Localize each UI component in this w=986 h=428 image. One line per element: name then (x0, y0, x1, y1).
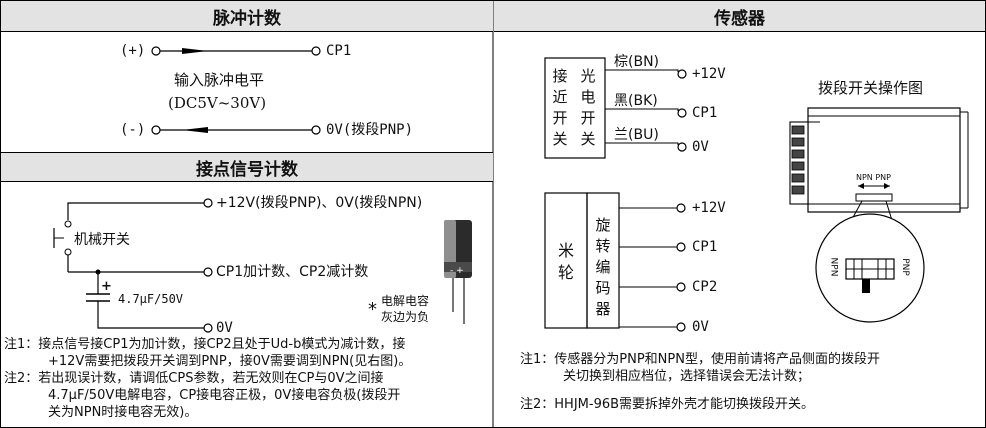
encoder-cp2: CP2 (692, 279, 718, 295)
capacitor-value: 4.7μF/50V (118, 292, 184, 306)
proximity-char: 开 (552, 109, 568, 127)
wire-blue-label: 兰(BU) (614, 127, 659, 143)
encoder-char: 转 (595, 237, 611, 255)
pulse-ov-label: 0V(拨段PNP) (326, 122, 414, 138)
proximity-char: 接 (552, 67, 568, 85)
photoelectric-char: 电 (580, 88, 596, 106)
right-note-1b: 关切换到相应档位，选择错误会无法计数； (563, 369, 811, 384)
switch-diagram-title: 拨段开关操作图 (818, 79, 924, 97)
switch-pnp-rotated: PNP (899, 258, 910, 276)
left-note-2a: 注2：若出现误计数，请调低CPS参数，若无效则在CP与0V之间接 (4, 371, 384, 386)
encoder-char: 码 (595, 279, 611, 297)
right-note-2: 注2：HHJM-96B需要拆掉外壳才能切换拨段开关。 (520, 397, 815, 412)
contact-ov-label: 0V (216, 320, 233, 336)
proximity-label-col2: 光 电 开 关 (579, 66, 597, 150)
photoelectric-char: 开 (580, 109, 596, 127)
proximity-label-col1: 接 近 开 关 (551, 66, 569, 150)
wire-black-label: 黑(BK) (614, 93, 658, 109)
capacitor-note-line2: 灰边为负 (381, 310, 430, 324)
left-note-2c: 关为NPN时接电容无效)。 (48, 405, 198, 420)
photoelectric-char: 光 (580, 67, 596, 85)
encoder-ov: 0V (692, 319, 709, 335)
proximity-char: 关 (552, 130, 568, 148)
left-note-1a: 注1：接点信号接CP1为加计数，接CP2且处于Ud-b模式为减计数，接 (4, 337, 406, 352)
pulse-cp1-label: CP1 (326, 43, 352, 59)
svg-text:- +: - + (450, 266, 464, 276)
pulse-input-level: 输入脉冲电平 (174, 71, 265, 89)
switch-small-npn-pnp: NPN PNP (856, 173, 891, 182)
pulse-count-title: 脉冲计数 (213, 8, 281, 29)
encoder-cp1: CP1 (692, 239, 718, 255)
proximity-plus12: +12V (692, 66, 726, 82)
mechanical-switch-label: 机械开关 (74, 232, 130, 248)
left-note-1b: +12V需要把拨段开关调到PNP，接0V需要调到NPN(见右图)。 (48, 354, 412, 369)
sensor-title: 传感器 (714, 8, 765, 29)
photoelectric-char: 关 (580, 130, 596, 148)
rotary-encoder-label: 旋 转 编 码 器 (592, 215, 614, 320)
proximity-cp1: CP1 (692, 105, 718, 121)
sensor-header: 传感器 (494, 1, 985, 32)
electrolytic-capacitor-image: - + (444, 220, 472, 324)
right-note-1a: 注1：传感器分为PNP和NPN型，使用前请将产品侧面的拨段开 (520, 352, 880, 367)
encoder-plus12: +12V (692, 200, 726, 216)
switch-npn-rotated: NPN (828, 257, 839, 277)
capacitor-plus-sign: + (101, 279, 112, 294)
encoder-char: 器 (595, 300, 611, 318)
pulse-plus-terminal: (+) (120, 43, 146, 59)
left-note-2b: 4.7μF/50V电解电容，CP接电容正极，0V接电容负极(拨段开 (48, 388, 401, 403)
contact-count-title: 接点信号计数 (196, 159, 298, 180)
encoder-char: 编 (595, 258, 611, 276)
meter-wheel-char: 轮 (557, 263, 574, 282)
pulse-minus-terminal: (-) (120, 122, 146, 138)
wire-brown-label: 棕(BN) (614, 54, 660, 70)
proximity-char: 近 (552, 88, 568, 106)
encoder-char: 旋 (595, 216, 611, 234)
capacitor-note-line1: 电解电容 (381, 294, 430, 308)
pulse-count-header: 脉冲计数 (1, 1, 493, 32)
pulse-voltage-range: (DC5V~30V) (168, 94, 267, 112)
meter-wheel-char: 米 (557, 241, 574, 260)
contact-cp-label: CP1加计数、CP2减计数 (216, 264, 369, 280)
capacitor-note-star: * (368, 299, 377, 320)
contact-plus12-label: +12V(拨段PNP)、0V(拨段NPN) (216, 195, 423, 211)
proximity-ov: 0V (692, 139, 709, 155)
meter-wheel-label: 米 轮 (551, 240, 581, 284)
contact-count-header: 接点信号计数 (1, 152, 493, 182)
